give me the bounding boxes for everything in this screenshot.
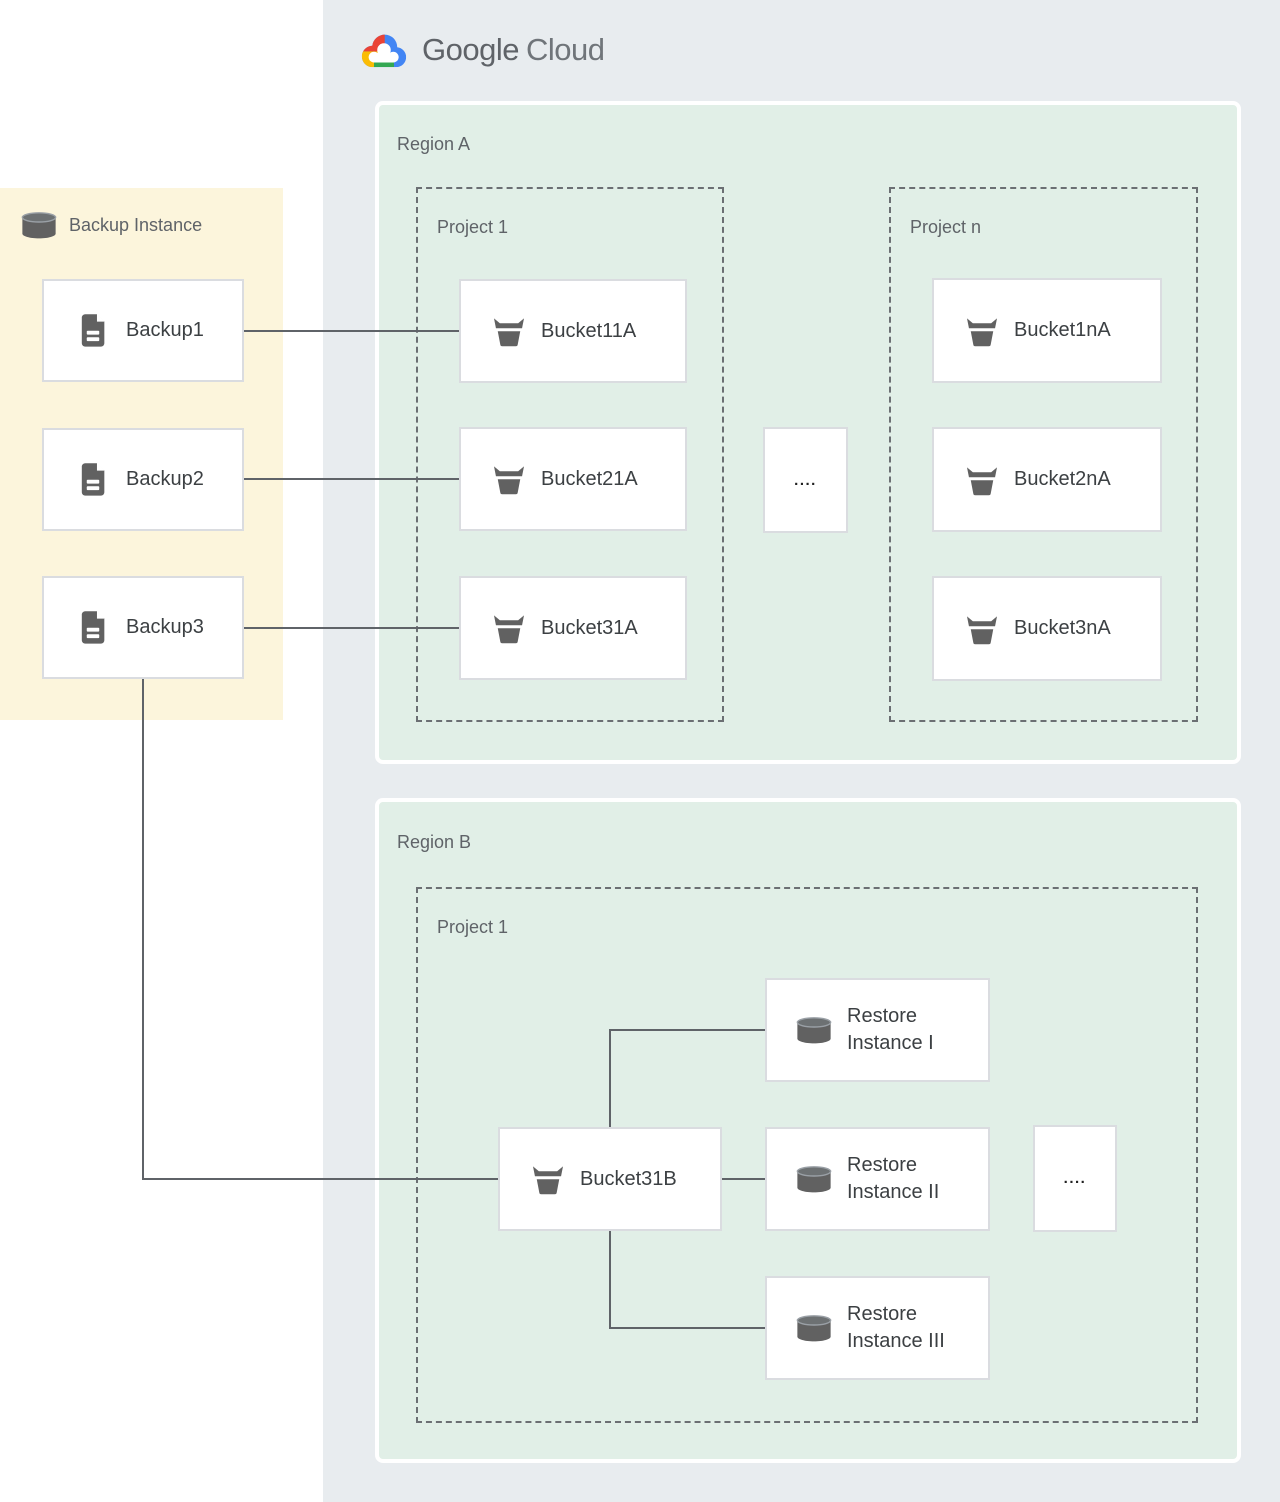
connector-bucket31b-restore3-horizontal [609, 1327, 765, 1329]
storage-bucket-icon [491, 461, 527, 497]
storage-bucket-icon [491, 313, 527, 349]
bucket21a-label: Bucket21A [541, 467, 638, 490]
database-cylinder-icon [20, 212, 58, 239]
backup-instance-header: Backup Instance [20, 212, 202, 239]
region-b-project-1-label: Project 1 [437, 917, 509, 937]
document-icon [76, 312, 110, 349]
storage-bucket-icon [530, 1161, 566, 1197]
restore-instance-2-label: Restore Instance II [847, 1154, 940, 1203]
bucket3na-label: Bucket3nA [1014, 617, 1111, 639]
region-a-project-1-label: Project 1 [437, 217, 509, 237]
database-cylinder-icon [795, 1016, 833, 1044]
restore-instance-1-node: Restore Instance I [765, 978, 990, 1082]
bucket1na-label: Bucket1nA [1014, 319, 1111, 341]
restore-instance-3-node: Restore Instance III [765, 1276, 990, 1380]
connector-backup3-bucket31b-vertical [142, 679, 144, 1180]
region-a-ellipsis-node: .... [763, 427, 848, 533]
backup3-node: Backup3 [42, 576, 244, 679]
region-a-label: Region A [397, 134, 471, 154]
storage-bucket-icon [964, 462, 1000, 498]
storage-bucket-icon [491, 610, 527, 646]
connector-backup1-bucket11a [244, 330, 459, 332]
bucket31b-node: Bucket31B [498, 1127, 722, 1231]
storage-bucket-icon [964, 611, 1000, 647]
storage-bucket-icon [964, 313, 1000, 349]
region-b-label: Region B [397, 832, 472, 852]
database-cylinder-icon [795, 1165, 833, 1193]
connector-backup3-bucket31a [244, 627, 459, 629]
region-b-project-1-box [416, 887, 1198, 1423]
bucket11a-node: Bucket11A [459, 279, 687, 383]
bucket2na-label: Bucket2nA [1014, 468, 1111, 490]
bucket11a-label: Bucket11A [541, 319, 637, 342]
bucket31a-label: Bucket31A [541, 616, 638, 639]
google-cloud-logo-icon [355, 30, 413, 70]
restore-instance-2-node: Restore Instance II [765, 1127, 990, 1231]
connector-backup2-bucket21a [244, 478, 459, 480]
bucket2na-node: Bucket2nA [932, 427, 1162, 532]
region-a-project-1-box [416, 187, 724, 722]
backup2-node: Backup2 [42, 428, 244, 531]
bucket21a-node: Bucket21A [459, 427, 687, 531]
connector-bucket31b-restore3-vertical [609, 1231, 611, 1329]
document-icon [76, 461, 110, 498]
bucket3na-node: Bucket3nA [932, 576, 1162, 681]
bucket31b-label: Bucket31B [580, 1167, 677, 1190]
database-cylinder-icon [795, 1314, 833, 1342]
ellipsis-label: .... [1063, 1170, 1087, 1187]
document-icon [76, 609, 110, 646]
backup3-label: Backup3 [126, 616, 204, 638]
restore-instance-3-label: Restore Instance III [847, 1303, 945, 1352]
region-a-project-n-label: Project n [910, 217, 982, 237]
bucket1na-node: Bucket1nA [932, 278, 1162, 383]
ellipsis-label: .... [794, 471, 817, 489]
region-b-ellipsis-node: .... [1033, 1125, 1117, 1232]
connector-bucket31b-restore1-horizontal [609, 1029, 765, 1031]
backup-instance-title: Backup Instance [69, 215, 203, 235]
backup1-label: Backup1 [126, 319, 204, 341]
backup2-label: Backup2 [126, 468, 204, 490]
connector-bucket31b-restore1-vertical [609, 1029, 611, 1127]
connector-backup3-bucket31b-horizontal [142, 1178, 498, 1180]
connector-bucket31b-restore2 [722, 1178, 765, 1180]
restore-instance-1-label: Restore Instance I [847, 1005, 934, 1054]
bucket31a-node: Bucket31A [459, 576, 687, 680]
backup1-node: Backup1 [42, 279, 244, 382]
region-a-project-n-box [889, 187, 1198, 722]
